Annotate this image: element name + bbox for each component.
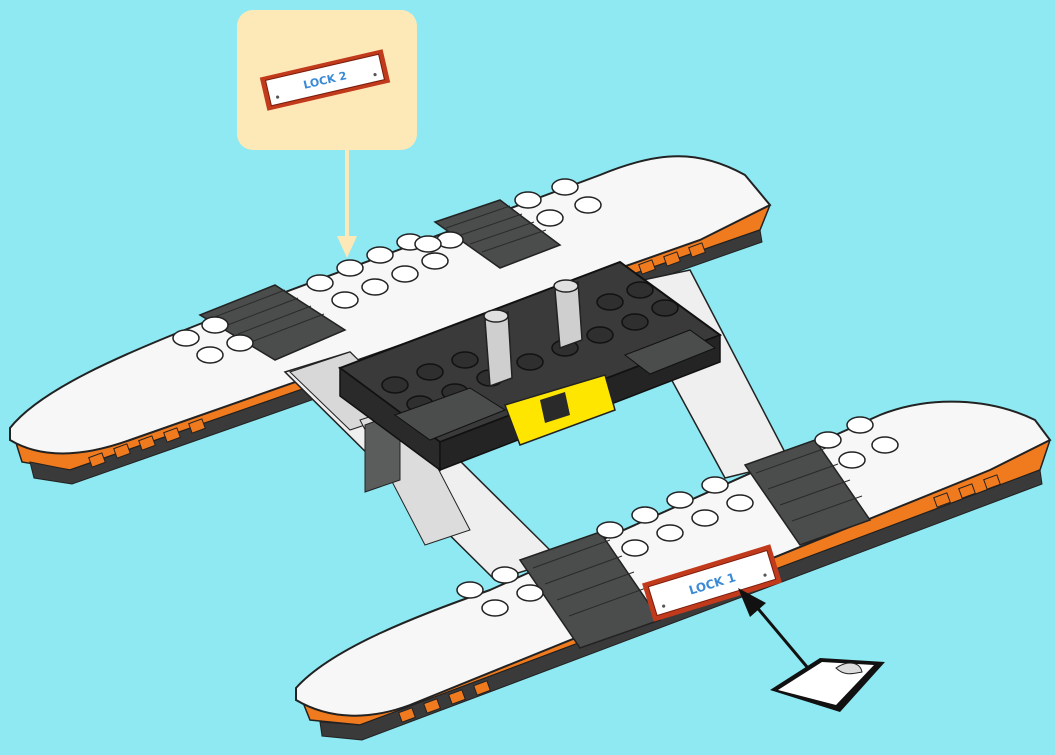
callout-panel: LOCK 2 bbox=[237, 10, 417, 150]
